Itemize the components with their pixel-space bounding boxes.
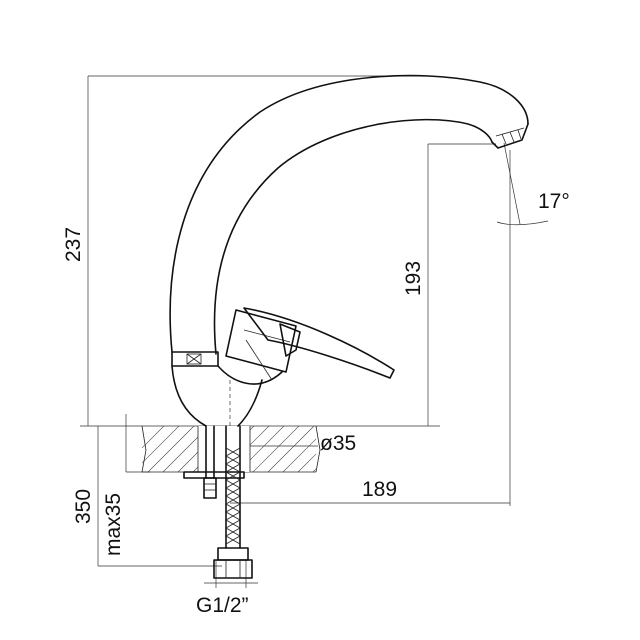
spout-reach-label: 189	[362, 478, 397, 501]
faucet-body	[169, 74, 529, 427]
supply-hoses	[203, 425, 253, 579]
base-diameter-label: ø35	[320, 432, 356, 455]
spout-height-label: 193	[402, 261, 425, 296]
dimension-labels: 237 193 17° ø35 189 350 max35 G1/2”	[62, 190, 570, 617]
dimension-lines	[80, 75, 549, 588]
max-mount-thickness-label: max35	[102, 493, 125, 556]
total-height-label: 237	[62, 227, 85, 262]
hose-length-label: 350	[72, 489, 95, 524]
spout-angle-label: 17°	[538, 190, 570, 213]
connection-thread-label: G1/2”	[196, 594, 249, 617]
